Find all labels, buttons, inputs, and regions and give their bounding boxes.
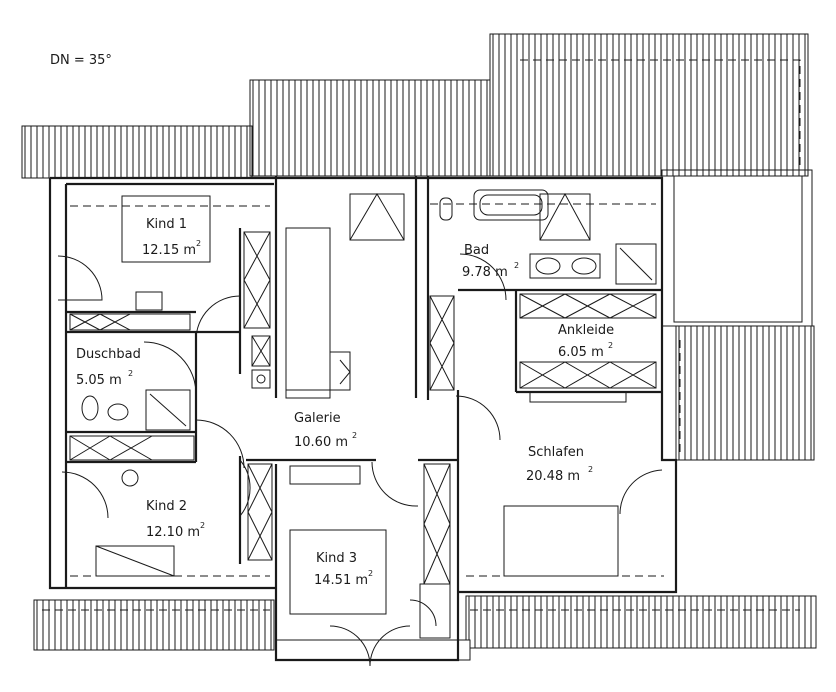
room-name: Galerie: [294, 411, 341, 426]
room-area: 12.10 m: [146, 525, 200, 540]
room-kind3: Kind 3 14.51 m 2: [314, 551, 373, 588]
staircase: [285, 227, 351, 399]
closet-stair-right: [429, 295, 455, 391]
room-area: 5.05 m: [76, 373, 122, 388]
room-area: 10.60 m: [294, 435, 348, 450]
skylights: [95, 192, 591, 577]
room-name: Schlafen: [528, 445, 584, 460]
room-area-unit-sup: 2: [514, 261, 519, 270]
closets: [69, 231, 657, 585]
room-area-unit-sup: 2: [128, 369, 133, 378]
room-area: 12.15 m: [142, 243, 196, 258]
closet-kind2: [247, 463, 273, 561]
roof-hatching: [21, 33, 817, 661]
closet-duschbad: [69, 435, 195, 461]
room-name: Duschbad: [76, 347, 141, 362]
room-area: 6.05 m: [558, 345, 604, 360]
room-name: Kind 2: [146, 499, 187, 514]
room-duschbad: Duschbad 5.05 m 2: [76, 347, 141, 388]
room-area-unit-sup: 2: [588, 465, 593, 474]
room-ankleide: Ankleide 6.05 m 2: [558, 323, 614, 360]
closet-ankleide-top: [519, 293, 657, 319]
doors: [57, 253, 663, 667]
room-galerie: Galerie 10.60 m 2: [294, 411, 357, 450]
furniture: [289, 391, 627, 639]
room-name: Kind 1: [146, 217, 187, 232]
room-name: Ankleide: [558, 323, 614, 338]
room-area: 9.78 m: [462, 265, 508, 280]
room-area-unit-sup: 2: [352, 431, 357, 440]
right-dormer-frame: [661, 169, 813, 327]
room-name: Kind 3: [316, 551, 357, 566]
closet-ankleide-bottom: [519, 361, 657, 389]
room-area-unit-sup: 2: [200, 521, 205, 530]
roof-pitch-label: DN = 35°: [50, 53, 112, 68]
closet-galerie: [243, 231, 271, 389]
room-area-unit-sup: 2: [368, 569, 373, 578]
closet-kind1: [69, 313, 191, 331]
room-kind1: Kind 1 12.15 m 2: [121, 195, 211, 263]
room-area-unit-sup: 2: [196, 239, 201, 248]
room-area: 20.48 m: [526, 469, 580, 484]
interior-walls: [66, 176, 662, 592]
room-schlafen: Schlafen 20.48 m 2: [526, 445, 593, 484]
room-area-unit-sup: 2: [608, 341, 613, 350]
room-labels: Kind 1 12.15 m 2 Duschbad 5.05 m 2 Kind …: [76, 195, 614, 588]
room-area: 14.51 m: [314, 573, 368, 588]
bathroom-fixtures: [81, 189, 657, 487]
outer-walls: [48, 176, 678, 662]
room-name: Bad: [464, 243, 489, 258]
closet-kind3: [423, 463, 451, 585]
room-kind2: Kind 2 12.10 m 2: [146, 499, 205, 540]
room-bad: Bad 9.78 m 2: [462, 243, 519, 280]
